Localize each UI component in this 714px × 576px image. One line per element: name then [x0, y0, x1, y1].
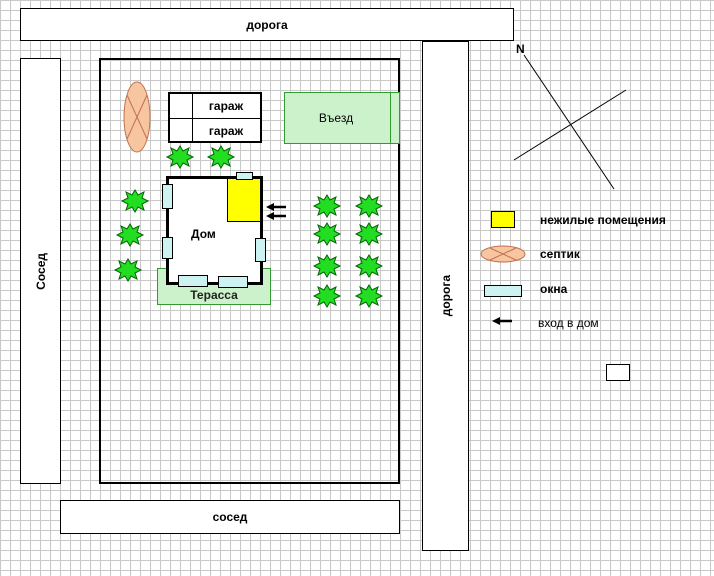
compass-icon: [513, 54, 627, 190]
septic-icon: [123, 81, 151, 153]
shrub-icon: [355, 222, 383, 246]
empty-box: [606, 364, 630, 381]
road-right: дорога: [422, 41, 469, 551]
legend-entrance-arrow-icon: [492, 317, 512, 325]
shrub-icon: [355, 254, 383, 278]
legend-septic-icon: [480, 245, 526, 263]
house-label: Дом: [191, 227, 216, 241]
plot-boundary: [99, 58, 400, 484]
shrub-icon: [313, 194, 341, 218]
road-top: дорога: [20, 8, 514, 41]
driveway: Въезд: [284, 92, 400, 144]
neighbor-bottom: сосед: [60, 500, 400, 534]
non-residential-area: [227, 178, 261, 222]
shrub-icon: [114, 258, 142, 282]
window: [162, 184, 173, 209]
window: [218, 276, 248, 288]
shrub-icons: [114, 145, 383, 308]
road-top-label: дорога: [246, 17, 288, 32]
shrub-icon: [313, 222, 341, 246]
shrub-icon: [313, 284, 341, 308]
compass-north-label: N: [516, 42, 525, 56]
garage-bottom-label: гараж: [208, 124, 244, 138]
shrub-icon: [313, 254, 341, 278]
garage-top-label: гараж: [208, 99, 244, 113]
neighbor-left: Сосед: [20, 58, 61, 484]
garage: гараж гараж: [168, 92, 262, 143]
shrub-icon: [355, 284, 383, 308]
terrace-label: Терасса: [190, 288, 238, 302]
legend-entrance-label: вход в дом: [538, 316, 599, 330]
shrub-icon: [207, 145, 235, 169]
legend-septic-label: септик: [540, 247, 580, 261]
entrance-arrow-icon: [266, 203, 286, 220]
legend-non-residential-swatch: [491, 211, 515, 228]
legend-windows-label: окна: [540, 282, 568, 296]
window: [178, 275, 208, 287]
driveway-label: Въезд: [318, 111, 354, 125]
legend-non-residential-label: нежилые помещения: [540, 213, 666, 227]
window: [236, 172, 253, 180]
shrub-icon: [116, 223, 144, 247]
window: [162, 237, 173, 259]
neighbor-bottom-label: сосед: [212, 510, 248, 524]
window: [255, 238, 266, 262]
shrub-icon: [166, 145, 194, 169]
legend-windows-swatch: [484, 285, 522, 297]
shrub-icon: [121, 189, 149, 213]
shrub-icon: [355, 194, 383, 218]
